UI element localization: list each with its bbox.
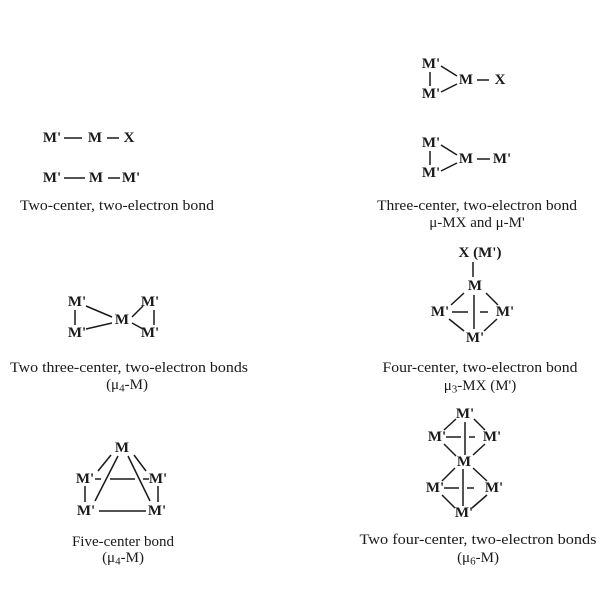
bond-line: [443, 443, 457, 457]
subcaption-text: -M): [476, 550, 499, 566]
bond-line: [131, 322, 144, 330]
atom-label-m-prime: M': [431, 304, 449, 320]
bond-line: [472, 467, 488, 482]
atom-label-m: M: [459, 72, 473, 88]
bond-line: [97, 454, 112, 472]
atom-label-m-prime: M': [149, 471, 167, 487]
atom-label-m-prime: M': [466, 330, 484, 346]
bond-line: [441, 494, 456, 509]
bond-line: [443, 418, 457, 431]
bond-line: [483, 318, 498, 332]
atom-label-m-prime: M': [43, 170, 61, 186]
atom-label-m-prime: M': [455, 505, 473, 521]
atom-label-m-prime: M': [493, 151, 511, 167]
atom-label-x: X: [124, 130, 135, 146]
bond-line: [485, 292, 499, 306]
atom-label-m-prime: M': [483, 429, 501, 445]
bond-line: [440, 83, 458, 93]
atom-label-m: M: [459, 151, 473, 167]
diagram-four-center: X (M') M M' M' M' Four-center, two-elect…: [383, 245, 579, 396]
atom-label-m-prime: M': [141, 294, 159, 310]
bond-line: [131, 305, 144, 318]
atom-label-m: M: [457, 454, 471, 470]
atom-label-x: X: [495, 72, 506, 88]
atom-label-m-prime: M': [76, 471, 94, 487]
caption-two-four-center: Two four-center, two-electron bonds: [360, 532, 597, 548]
atom-label-m-prime: M': [68, 294, 86, 310]
subscript-digit: 6: [470, 556, 476, 568]
subcaption-four-center: μ3-MX (M'): [444, 378, 517, 396]
subcaption-text: (μ: [102, 550, 115, 566]
atom-label-m: M: [115, 440, 129, 456]
caption-two-three-center: Two three-center, two-electron bonds: [10, 360, 248, 376]
atom-label-m-prime: M': [77, 503, 95, 519]
bond-line: [440, 162, 458, 172]
atom-label-m-prime: M': [122, 170, 140, 186]
subcaption-text: (μ: [457, 550, 470, 566]
subscript-digit: 3: [452, 384, 458, 396]
bond-line: [471, 494, 488, 509]
atom-label-m-prime: M': [496, 304, 514, 320]
subscript-digit: 4: [119, 383, 125, 395]
bond-line: [448, 318, 465, 332]
diagram-two-center: M' M X M' M M' Two-center, two-electron …: [20, 130, 215, 214]
atom-label-m: M: [89, 170, 103, 186]
atom-label-m-prime: M': [428, 429, 446, 445]
bond-line: [440, 65, 458, 77]
caption-three-center: Three-center, two-electron bond: [377, 198, 578, 214]
diagram-five-center: M M' M' M' M' Five-center bond (μ4-M): [72, 440, 175, 568]
bond-line: [441, 467, 456, 482]
bond-line: [473, 418, 486, 431]
caption-two-center: Two-center, two-electron bond: [20, 198, 215, 214]
atom-label-m-prime: M': [485, 480, 503, 496]
subcaption-text: -M): [121, 550, 144, 566]
atom-label-x-m-prime: X (M'): [459, 245, 502, 261]
diagram-three-center: M' M' M X M' M' M M' Three-center, two-e…: [377, 56, 578, 231]
bond-line: [127, 455, 151, 502]
bond-line: [94, 455, 119, 502]
atom-label-m-prime: M': [422, 86, 440, 102]
subcaption-five-center: (μ4-M): [102, 550, 144, 568]
subcaption-two-three-center: (μ4-M): [106, 377, 148, 395]
caption-five-center: Five-center bond: [72, 534, 175, 550]
subcaption-two-four-center: (μ6-M): [457, 550, 499, 568]
atom-label-m: M: [88, 130, 102, 146]
caption-four-center: Four-center, two-electron bond: [383, 360, 579, 376]
bond-line: [440, 144, 458, 156]
atom-label-m-prime: M': [456, 406, 474, 422]
atom-label-m: M: [468, 278, 482, 294]
subscript-digit: 4: [115, 556, 121, 568]
bond-line: [85, 305, 113, 318]
subcaption-text: -MX (M'): [457, 378, 516, 394]
atom-label-m-prime: M': [68, 325, 86, 341]
diagram-two-four-center: M' M' M' M M' M' M' Two four-center, two…: [360, 406, 597, 568]
subcaption-three-center: μ-MX and μ-M': [429, 215, 525, 231]
bond-line: [133, 454, 147, 472]
bond-line: [85, 322, 113, 330]
atom-label-m-prime: M': [422, 135, 440, 151]
atom-label-m-prime: M': [422, 165, 440, 181]
bond-line: [450, 292, 465, 306]
atom-label-m-prime: M': [422, 56, 440, 72]
diagram-two-three-center: M' M' M' M' M Two three-center, two-elec…: [10, 294, 248, 395]
atom-label-m: M: [115, 312, 129, 328]
subcaption-text: -M): [125, 377, 148, 393]
subcaption-text: μ: [444, 378, 452, 394]
bond-line: [472, 443, 486, 456]
atom-label-m-prime: M': [141, 325, 159, 341]
subcaption-text: (μ: [106, 377, 119, 393]
atom-label-m-prime: M': [148, 503, 166, 519]
atom-label-m-prime: M': [43, 130, 61, 146]
atom-label-m-prime: M': [426, 480, 444, 496]
